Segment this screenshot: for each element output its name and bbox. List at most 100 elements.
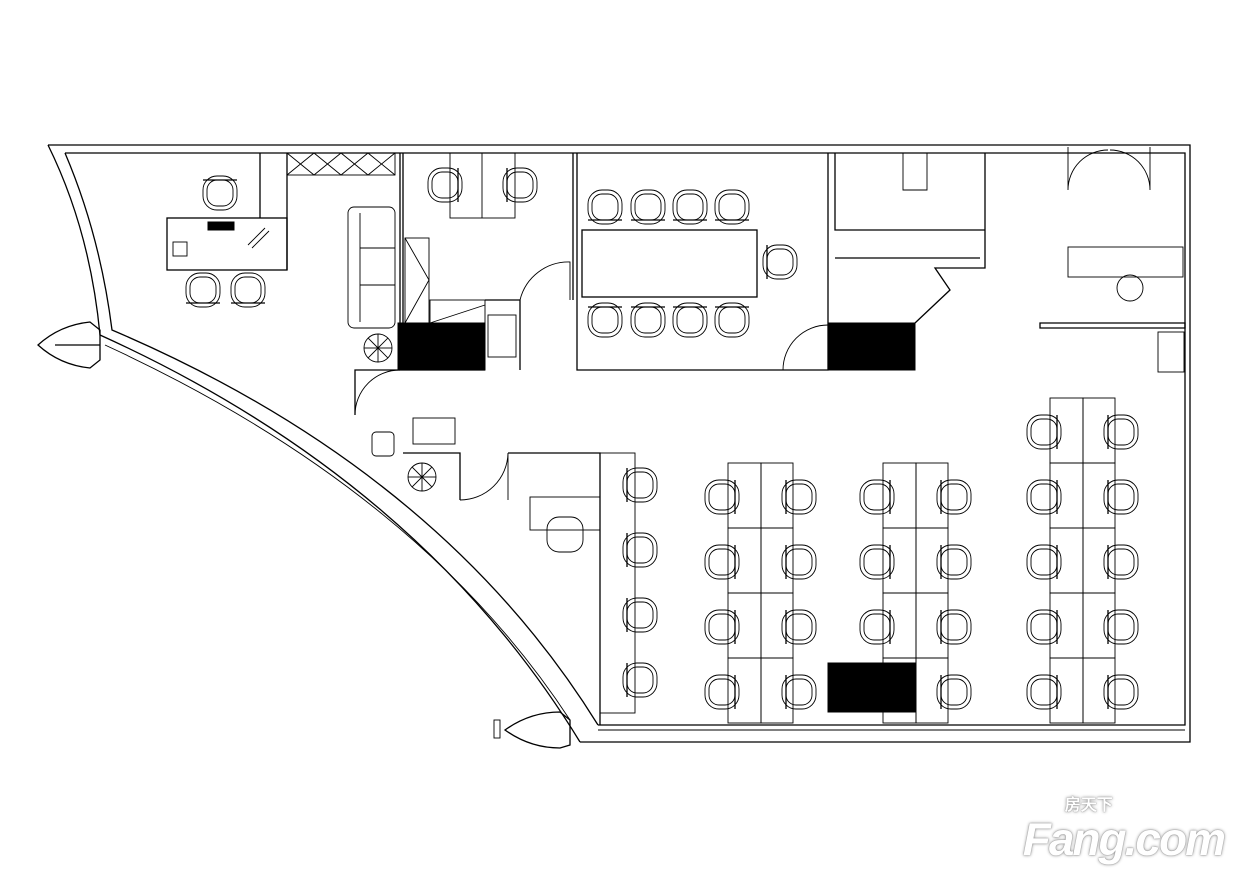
chair [762,244,798,280]
bin [371,431,395,457]
chair [859,479,895,515]
column [503,711,571,749]
desk [882,527,917,594]
printer-icon [487,314,517,358]
chair [704,609,740,645]
desk [727,462,762,529]
chair [202,175,238,211]
desk [760,592,794,659]
chair [672,189,708,225]
chair [546,516,584,553]
chair [781,479,817,515]
chair [622,467,658,503]
chair [936,674,972,710]
plant-icon [407,462,437,492]
desk [1082,397,1116,464]
watermark-cn: 房天下 [1064,797,1113,814]
chair [704,674,740,710]
printer-icon [1157,331,1185,373]
black-block [827,662,916,713]
chair [1026,674,1062,710]
reception-chair [1116,274,1144,302]
desk [1082,592,1116,659]
desk [1049,527,1084,594]
desk [915,527,949,594]
chair [1026,609,1062,645]
desk [1082,527,1116,594]
desk [1049,592,1084,659]
workstation-desks [599,397,1116,724]
desk [727,592,762,659]
black-block [397,322,486,371]
chair [427,167,463,203]
chair [859,674,895,710]
desk [1082,657,1116,724]
chair [1103,414,1139,450]
black-block [827,322,916,371]
desk [760,527,794,594]
chair [587,189,623,225]
chair [936,609,972,645]
chair [704,479,740,515]
chair [781,544,817,580]
plant-icon [363,333,393,363]
watermark-logo: 房天下 Fang.com [1022,797,1226,865]
chair [1026,479,1062,515]
chair [1026,544,1062,580]
chair [587,302,623,338]
desk [1049,462,1084,529]
outer-walls [47,144,1191,743]
chair [230,272,266,308]
chair [859,609,895,645]
chair [704,544,740,580]
chair [1103,544,1139,580]
desk [727,527,762,594]
column [37,321,101,369]
pen-icon [247,227,270,249]
chair [502,167,538,203]
reception-desk [1067,246,1184,278]
chair [936,544,972,580]
chair [622,597,658,633]
chair [622,662,658,698]
chair [1026,414,1062,450]
desk [882,592,917,659]
watermark-brand: Fang.com [1022,813,1226,865]
chair [859,544,895,580]
desk [529,496,601,531]
desk [1082,462,1116,529]
interior-walls [259,153,1186,725]
desk [882,462,917,529]
desk [599,452,636,714]
desk [915,462,949,529]
chair [185,272,221,308]
chair [1103,674,1139,710]
chair [714,189,750,225]
plants [363,333,437,492]
doors [354,147,1151,501]
chair [622,532,658,568]
desk [915,592,949,659]
keyboard-icon [207,221,235,231]
chair [630,302,666,338]
desk [1049,397,1084,464]
chair [781,609,817,645]
desk [760,462,794,529]
phone-icon [172,241,188,257]
chair [672,302,708,338]
manager-desk [166,217,288,271]
cabinet [286,152,396,176]
desk [727,657,762,724]
chair [1103,479,1139,515]
conference-table [581,229,758,298]
desk [915,657,949,724]
chairs [185,167,1139,710]
shelf [404,237,430,324]
chair [936,479,972,515]
printer-icon [412,417,456,445]
chair [1103,609,1139,645]
desk [1049,657,1084,724]
chair [714,302,750,338]
chair [781,674,817,710]
